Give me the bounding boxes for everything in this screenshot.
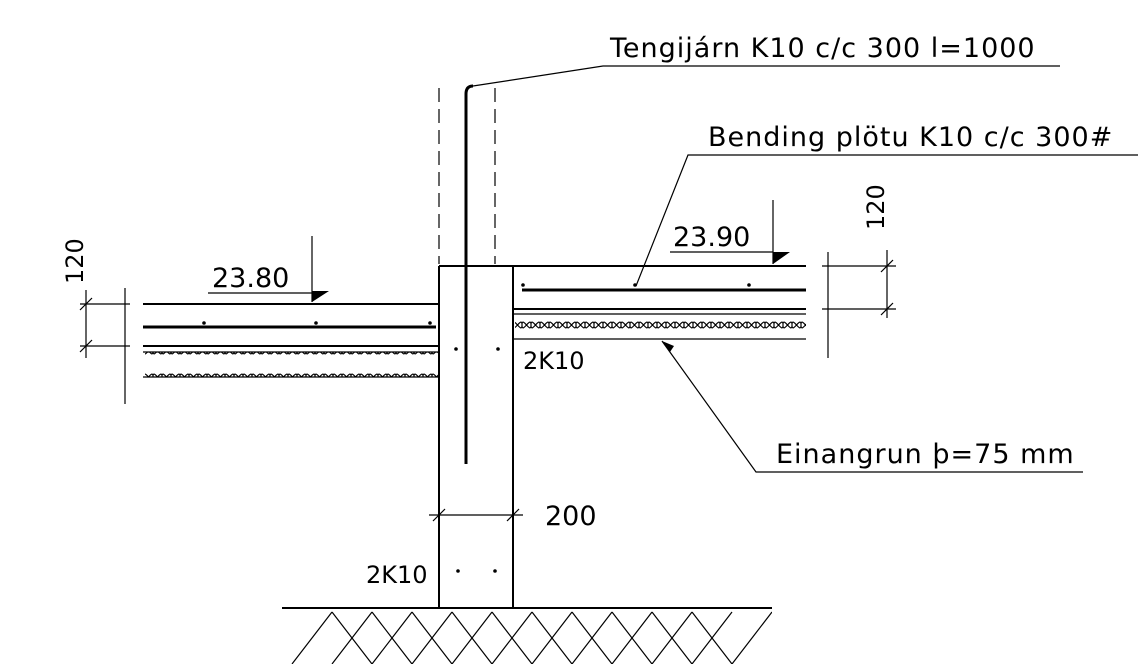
ground bbox=[282, 607, 772, 664]
wall-width-dimension bbox=[429, 508, 523, 522]
level-label-left: 23.80 bbox=[212, 263, 289, 294]
level-marker-left bbox=[208, 236, 329, 302]
slab-thickness-label-left: 120 bbox=[61, 238, 89, 284]
wall bbox=[438, 88, 514, 608]
dimension-left bbox=[79, 288, 130, 404]
slab-reinforcement-label: Bending plötu K10 c/c 300# bbox=[708, 122, 1113, 153]
slab-reinforcement-leader bbox=[635, 154, 1138, 287]
insulation-leader bbox=[661, 340, 1083, 473]
level-label-right: 23.90 bbox=[673, 222, 750, 253]
tie-bar bbox=[464, 65, 1060, 464]
slab-thickness-label-right: 120 bbox=[862, 184, 890, 230]
level-marker-right bbox=[670, 200, 790, 264]
rebar-label-bottom: 2K10 bbox=[366, 561, 428, 589]
insulation-label: Einangrun þ=75 mm bbox=[776, 439, 1075, 470]
left-slab bbox=[143, 303, 439, 378]
dimension-right bbox=[822, 250, 896, 358]
tie-bar-label: Tengijárn K10 c/c 300 l=1000 bbox=[609, 33, 1036, 64]
wall-width-label: 200 bbox=[545, 501, 597, 532]
rebar-label-top: 2K10 bbox=[523, 347, 585, 375]
right-slab bbox=[513, 265, 806, 340]
